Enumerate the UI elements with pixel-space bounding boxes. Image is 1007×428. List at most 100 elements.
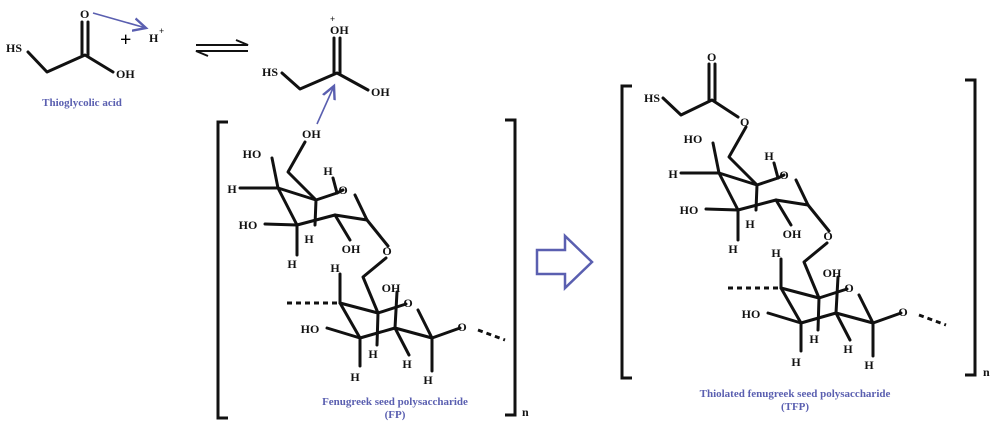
- bond: [270, 156, 280, 190]
- label-tfp-abbr: (TFP): [781, 401, 809, 413]
- proton: H: [149, 31, 159, 45]
- thioester-group: HS O O: [644, 50, 749, 129]
- atom-label: H: [368, 347, 378, 361]
- atom-hs: HS: [644, 91, 660, 105]
- atom-label: H: [402, 357, 412, 371]
- atom-label: O: [823, 229, 832, 243]
- atom-label: OH: [823, 266, 842, 280]
- bond: [325, 326, 362, 340]
- atom-hs: HS: [6, 41, 22, 55]
- atom-label: HO: [680, 203, 699, 217]
- atom-label: HO: [742, 307, 761, 321]
- charge: +: [330, 14, 335, 24]
- atom-label: O: [898, 305, 907, 319]
- atom-label: H: [330, 261, 340, 275]
- atom-label: H: [864, 358, 874, 372]
- label-thioglycolic-acid: Thioglycolic acid: [42, 97, 122, 109]
- repeat-n: n: [522, 405, 529, 419]
- atom-label: O: [844, 281, 853, 295]
- bond: [779, 286, 803, 325]
- atom-label: H: [350, 370, 360, 384]
- bond: [717, 171, 740, 212]
- atom-o-carbonyl: O: [707, 50, 716, 64]
- atom-label: H: [287, 257, 297, 271]
- bond: [331, 176, 339, 195]
- chain-continuation-bond: [918, 313, 947, 327]
- atom-label: O: [338, 183, 347, 197]
- bond: [802, 241, 829, 300]
- atom-label: H: [843, 342, 853, 356]
- bond: [361, 256, 388, 315]
- reaction-arrow-icon: [535, 233, 594, 291]
- atom-label: H: [791, 355, 801, 369]
- atom-label: H: [304, 232, 314, 246]
- atom-o-ester: O: [740, 115, 749, 129]
- bond: [834, 311, 875, 325]
- equilibrium-arrow: [195, 39, 249, 57]
- atom-label: HO: [239, 218, 258, 232]
- chain-continuation-bond: [477, 328, 506, 342]
- atom-label: H: [745, 217, 755, 231]
- atom-label: H: [809, 332, 819, 346]
- bond: [430, 326, 462, 340]
- bond: [806, 203, 831, 233]
- atom-oh-protonated: OH: [330, 23, 349, 37]
- atom-label: H: [668, 167, 678, 181]
- atom-label: H: [771, 246, 781, 260]
- bond: [333, 213, 352, 242]
- tfp-repeat-brackets: n: [620, 78, 990, 380]
- atom-label: OH: [382, 281, 401, 295]
- atom-label: O: [382, 244, 391, 258]
- bond: [871, 311, 903, 325]
- bond: [704, 207, 740, 212]
- attacking-oh: OH: [302, 127, 321, 141]
- bond: [333, 213, 369, 222]
- bond: [263, 222, 299, 227]
- bond: [276, 186, 345, 202]
- proton-charge: +: [159, 26, 164, 36]
- atom-label: HO: [243, 147, 262, 161]
- atom-label: H: [764, 149, 774, 163]
- electron-arrow: [92, 12, 146, 28]
- bond: [834, 275, 840, 315]
- plus-sign: +: [120, 29, 131, 51]
- bond: [416, 308, 434, 340]
- atom-hs: HS: [262, 65, 278, 79]
- bond: [717, 171, 786, 187]
- atom-label: H: [728, 242, 738, 256]
- bond: [794, 178, 810, 207]
- bond: [766, 311, 803, 325]
- atom-label: O: [403, 296, 412, 310]
- bond: [276, 186, 299, 227]
- atom-label: O: [779, 168, 788, 182]
- bond: [365, 218, 390, 248]
- bond: [774, 198, 810, 207]
- bond: [375, 311, 380, 347]
- atom-label: HO: [684, 132, 703, 146]
- bond: [774, 198, 793, 227]
- bond: [393, 326, 411, 357]
- atom-oh: OH: [371, 85, 390, 99]
- bond: [295, 213, 337, 227]
- label-tfp-name: Thiolated fenugreek seed polysaccharide: [700, 388, 891, 400]
- protonated-acid: HS OH + OH OH: [262, 14, 390, 141]
- bond: [353, 193, 369, 222]
- bond: [711, 141, 721, 175]
- fp-repeat-brackets: n: [216, 118, 529, 420]
- bond: [736, 198, 778, 212]
- atom-label: H: [423, 373, 433, 387]
- label-fp-abbr: (FP): [385, 409, 406, 421]
- atom-label: H: [227, 182, 237, 196]
- bond: [393, 326, 434, 340]
- atom-label: H: [323, 164, 333, 178]
- nucleophilic-attack-arrow: [316, 86, 334, 125]
- atom-label: OH: [783, 227, 802, 241]
- bond: [338, 301, 362, 340]
- atom-oh: OH: [116, 67, 135, 81]
- atom-o: O: [80, 7, 89, 21]
- atom-label: O: [457, 320, 466, 334]
- bond: [772, 161, 780, 180]
